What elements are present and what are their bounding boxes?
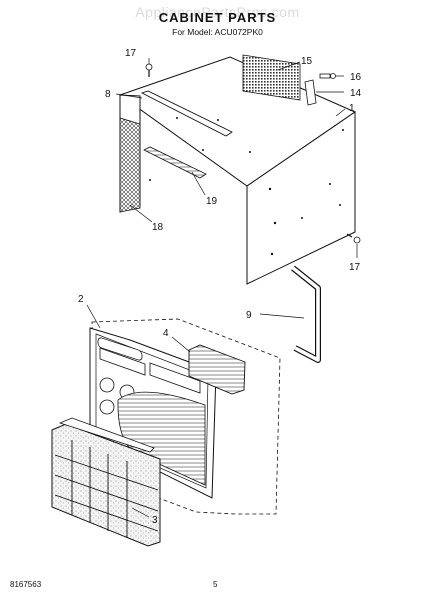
screw-16 (319, 73, 336, 79)
vent-module (188, 344, 246, 395)
callout-4: 4 (163, 328, 169, 339)
watermark: AppliancePartsPros.com (135, 4, 300, 20)
callout-17-top: 17 (125, 48, 137, 59)
model-subtitle: For Model: ACU072PK0 (172, 27, 263, 37)
rear-grille (242, 54, 301, 101)
cabinet-handle (291, 265, 321, 363)
screw-17-top (145, 63, 153, 77)
callout-19: 19 (206, 196, 218, 207)
page-title: CABINET PARTS (158, 10, 277, 25)
callout-2: 2 (78, 294, 84, 305)
rear-bracket (304, 79, 317, 106)
callout-16: 16 (350, 72, 362, 83)
side-mesh-panel (119, 117, 141, 213)
air-filter (51, 417, 161, 547)
callout-8: 8 (105, 89, 111, 100)
callout-15: 15 (301, 56, 313, 67)
callout-18: 18 (152, 222, 164, 233)
page-number: 5 (213, 580, 218, 589)
screw-17-side (346, 233, 361, 244)
callout-17-side: 17 (349, 262, 361, 273)
callout-labels: 17 8 15 16 14 1 19 18 17 9 2 4 3 (78, 48, 362, 526)
callout-9: 9 (246, 310, 252, 321)
cabinet-shell (118, 56, 357, 285)
document-number: 8167563 (10, 580, 42, 589)
inner-bracket (143, 146, 207, 179)
front-panel (89, 327, 217, 499)
callout-14: 14 (350, 88, 362, 99)
leader-lines (86, 58, 358, 518)
top-rail (140, 90, 233, 137)
callout-1: 1 (349, 103, 355, 114)
callout-3: 3 (152, 515, 158, 526)
